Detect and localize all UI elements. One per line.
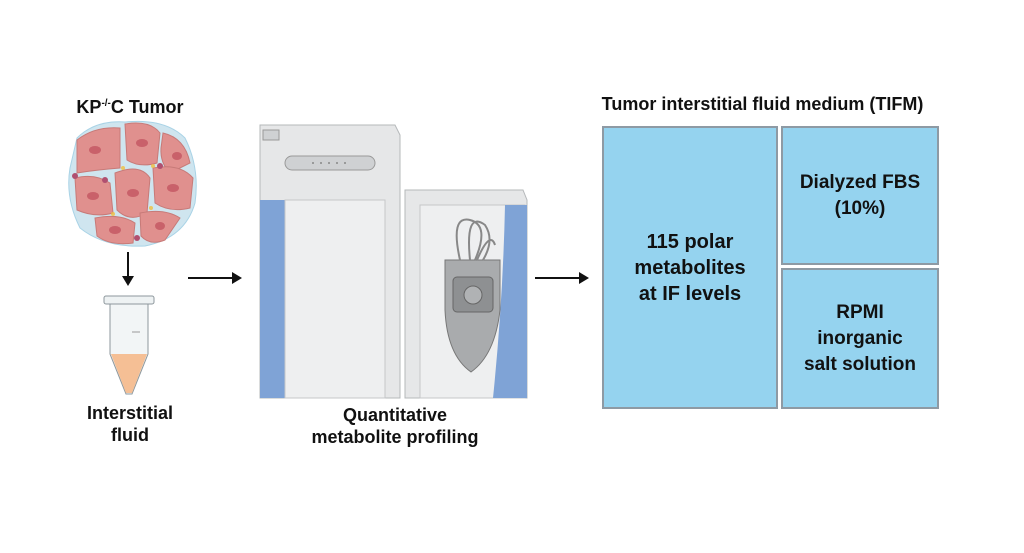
- down-arrow: [122, 252, 134, 286]
- label-line: fluid: [111, 425, 149, 445]
- box-line: 115 polar: [646, 230, 734, 253]
- label-line: Quantitative: [342, 405, 448, 425]
- right-arrow-2: [535, 272, 589, 284]
- polar-metabolites-box: 115 polar metabolites at IF levels: [602, 126, 778, 409]
- box-line: (10%): [834, 197, 886, 219]
- tumor-title-suffix: C Tumor: [110, 97, 184, 117]
- tifm-title: Tumor interstitial fluid medium (TIFM): [601, 94, 924, 114]
- box-line: Dialyzed FBS: [799, 171, 921, 193]
- tumor-title-prefix: KP: [76, 97, 102, 117]
- rpmi-salt-box: RPMI inorganic salt solution: [781, 268, 939, 409]
- tumor-title: KP-/-C Tumor: [40, 93, 220, 118]
- dialyzed-fbs-box: Dialyzed FBS (10%): [781, 126, 939, 265]
- tumor-title-superscript: -/-: [101, 98, 111, 109]
- label-line: metabolite profiling: [311, 427, 479, 447]
- tumor-illustration: [68, 120, 197, 247]
- box-line: at IF levels: [638, 282, 742, 305]
- box-line: metabolites: [634, 256, 746, 279]
- mass-spectrometer-illustration: [259, 124, 528, 399]
- box-line: salt solution: [804, 353, 916, 375]
- label-line: Interstitial: [86, 403, 174, 423]
- right-arrow-1: [188, 272, 242, 284]
- box-line: RPMI: [836, 301, 884, 323]
- microcentrifuge-tube-illustration: [103, 295, 155, 395]
- box-line: inorganic: [817, 327, 903, 349]
